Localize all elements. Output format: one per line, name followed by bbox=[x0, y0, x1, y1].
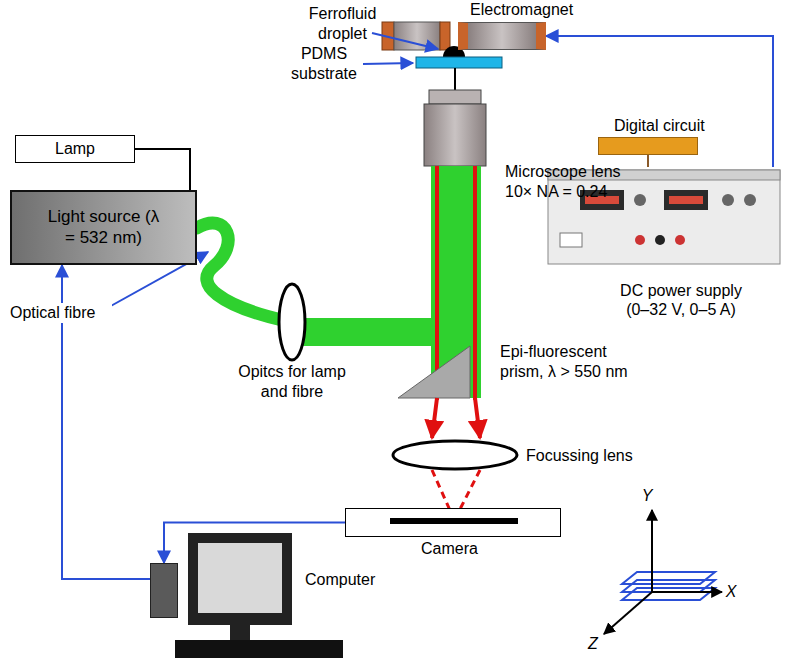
power-switch bbox=[560, 233, 582, 247]
part-label: Y bbox=[640, 486, 654, 506]
camera: Camera bbox=[345, 508, 561, 537]
power-supply-terminal bbox=[635, 235, 645, 245]
monitor-stand bbox=[230, 625, 250, 640]
power-supply-knob bbox=[722, 194, 734, 206]
connector bbox=[546, 36, 773, 167]
emission-ray bbox=[473, 166, 477, 400]
part-label: Opitcs for lamp and fibre bbox=[232, 362, 352, 402]
camera-body bbox=[346, 509, 560, 536]
excitation-beam bbox=[300, 318, 450, 346]
electromagnet-core bbox=[394, 22, 440, 50]
part-label: Epi-fluorescent prism, λ > 550 nm bbox=[500, 342, 646, 382]
axis-x bbox=[652, 591, 722, 593]
layer-plane bbox=[622, 580, 715, 592]
part-label: PDMS substrate bbox=[286, 44, 362, 84]
part-label: Ferrofluid droplet bbox=[300, 4, 385, 44]
connector bbox=[135, 149, 190, 190]
emission-ray bbox=[475, 398, 480, 438]
node-label: Electromagnet bbox=[470, 0, 573, 19]
emission-ray bbox=[432, 398, 437, 438]
lamp-box: Lamp bbox=[15, 135, 135, 163]
pdms-substrate bbox=[416, 57, 502, 68]
light-source-box: Light source (λ = 532 nm) bbox=[10, 190, 197, 265]
optical-fibre bbox=[197, 223, 282, 320]
electromagnet-coil-end bbox=[440, 22, 450, 50]
digital-circuit: Digital circuit bbox=[598, 137, 698, 155]
node-label: DC power supply (0–32 V, 0–5 A) bbox=[613, 281, 749, 319]
power-supply-terminal bbox=[655, 235, 665, 245]
layer-plane bbox=[622, 572, 715, 584]
node-label: Lamp bbox=[55, 139, 95, 158]
axis-y bbox=[651, 510, 653, 592]
monitor-screen bbox=[198, 543, 282, 613]
part-label: Focussing lens bbox=[526, 446, 646, 466]
part-label: Microscope lens 10× NA = 0.24 bbox=[505, 162, 631, 202]
monitor-frame bbox=[188, 533, 292, 625]
node-label: Camera bbox=[421, 539, 478, 558]
focussing-lens bbox=[393, 441, 517, 469]
stage-stem bbox=[454, 68, 456, 90]
objective-cap bbox=[429, 90, 481, 104]
collimating-lens bbox=[279, 284, 305, 360]
leader-arrow bbox=[372, 33, 438, 49]
electromagnet: Electromagnet bbox=[458, 22, 546, 50]
connector bbox=[647, 155, 649, 167]
epi-fluorescent-prism bbox=[398, 346, 470, 398]
objective-body bbox=[424, 104, 486, 166]
power-supply-knob bbox=[634, 194, 646, 206]
part-label: Optical fibre bbox=[8, 303, 112, 323]
computer-base bbox=[175, 640, 343, 658]
display-segments bbox=[669, 196, 703, 204]
emission-ray bbox=[435, 166, 439, 400]
leader-arrow bbox=[363, 63, 413, 64]
power-supply-terminal bbox=[675, 235, 685, 245]
axis-z bbox=[604, 592, 652, 634]
power-supply-display bbox=[664, 190, 708, 210]
computer-tower: Computer bbox=[150, 563, 178, 618]
part-label: Z bbox=[586, 634, 600, 654]
camera-sensor bbox=[390, 518, 518, 524]
part-label: X bbox=[724, 582, 738, 602]
node-label: Digital circuit bbox=[614, 116, 705, 135]
dc-power-supply: DC power supply (0–32 V, 0–5 A) bbox=[545, 167, 783, 267]
power-supply-knob bbox=[744, 194, 756, 206]
layer-plane bbox=[622, 588, 715, 600]
connector bbox=[164, 523, 345, 564]
node-label: Computer bbox=[305, 570, 375, 589]
node-label: Light source (λ = 532 nm) bbox=[48, 207, 160, 248]
